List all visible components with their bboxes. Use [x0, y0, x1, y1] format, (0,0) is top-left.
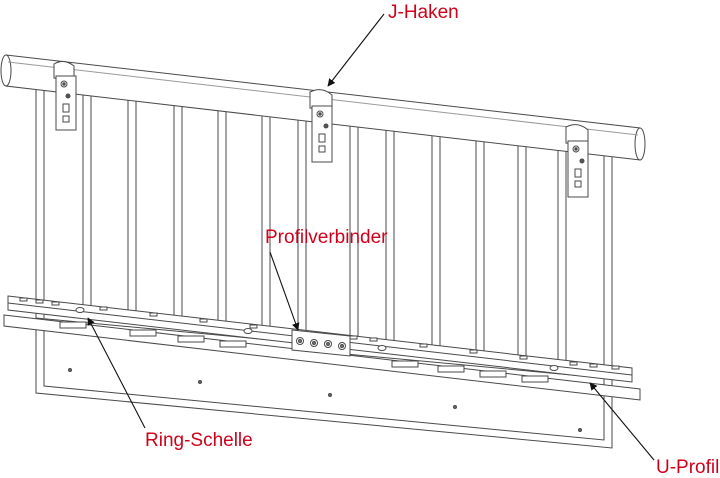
j-hook-center	[309, 89, 333, 163]
ring-clamps	[75, 307, 559, 371]
callout-arrow-u-profil	[589, 382, 655, 461]
rail-slots	[19, 297, 620, 370]
callout-arrow-profilverbinder	[269, 251, 300, 331]
vertical-bars	[35, 82, 613, 372]
profile-connector	[291, 329, 351, 357]
lower-strip	[3, 314, 641, 401]
label-j-haken: J-Haken	[388, 2, 459, 23]
callout-arrow-j-haken	[327, 13, 385, 87]
j-hook-right	[565, 124, 589, 198]
callout-arrow-ring-schelle	[87, 317, 146, 429]
label-profilverbinder: Profilverbinder	[265, 227, 388, 248]
j-hook-left	[53, 60, 77, 131]
label-ring-schelle: Ring-Schelle	[145, 430, 253, 451]
label-u-profil: U-Profil	[656, 457, 720, 478]
